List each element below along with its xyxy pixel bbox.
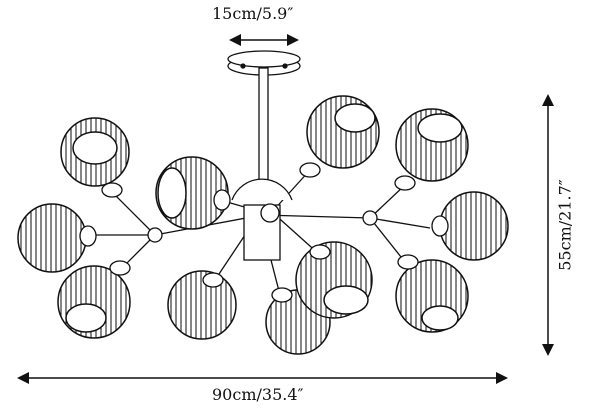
overall-width-label: 90cm/35.4″ xyxy=(212,385,304,404)
globe xyxy=(17,203,87,273)
globe xyxy=(167,270,237,340)
center-hub xyxy=(147,178,378,261)
sockets xyxy=(79,162,449,303)
globe xyxy=(439,191,509,261)
globes xyxy=(17,95,509,355)
down-rod xyxy=(258,67,269,199)
height-label: 55cm/21.7″ xyxy=(555,179,575,271)
canopy-width-label: 15cm/5.9″ xyxy=(212,4,294,23)
canopy xyxy=(227,50,301,76)
